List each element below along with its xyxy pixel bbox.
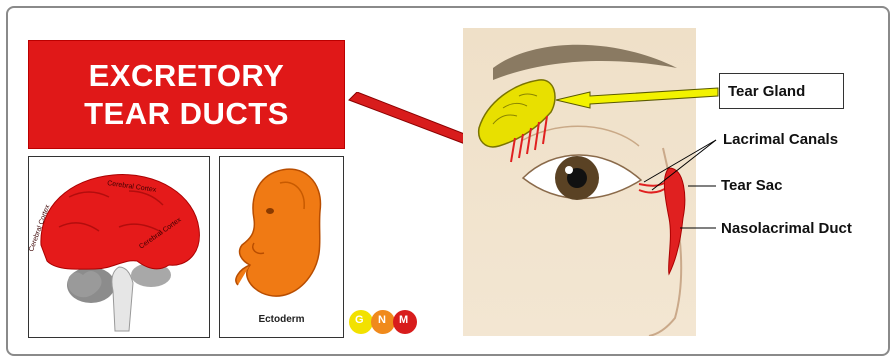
logo-letters: G N M — [347, 307, 423, 337]
tear-sac-label: Tear Sac — [721, 177, 782, 194]
logo-letter-n: N — [378, 314, 386, 326]
tear-gland-label: Tear Gland — [719, 73, 844, 109]
logo-letter-g: G — [355, 314, 364, 326]
lacrimal-canals-label: Lacrimal Canals — [723, 131, 838, 148]
nasolacrimal-duct-label: Nasolacrimal Duct — [721, 220, 852, 237]
logo-letter-m: M — [399, 314, 408, 326]
